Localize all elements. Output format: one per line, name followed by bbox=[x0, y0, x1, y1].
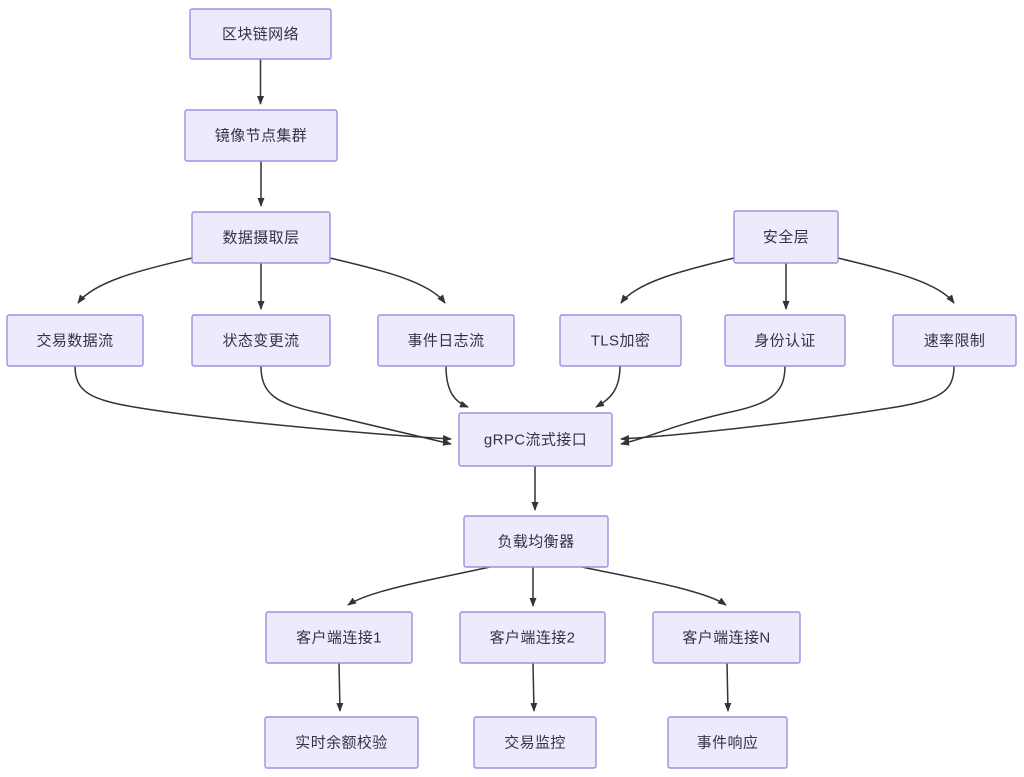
node-label-client-conn-n: 客户端连接N bbox=[682, 629, 770, 646]
node-data-ingestion-layer[interactable]: 数据摄取层 bbox=[191, 211, 331, 264]
node-box-identity-auth[interactable] bbox=[724, 314, 846, 367]
node-tx-data-stream[interactable]: 交易数据流 bbox=[6, 314, 144, 367]
node-box-security-layer[interactable] bbox=[733, 210, 839, 264]
edge-security-layer-to-tls-encryption bbox=[620, 257, 735, 304]
edge-client-conn-n-to-event-response bbox=[724, 662, 732, 712]
node-box-state-change-stream[interactable] bbox=[191, 314, 331, 367]
node-box-load-balancer[interactable] bbox=[463, 515, 609, 568]
node-state-change-stream[interactable]: 状态变更流 bbox=[191, 314, 331, 367]
edges-layer bbox=[74, 59, 955, 712]
node-client-conn-2[interactable]: 客户端连接2 bbox=[459, 611, 606, 664]
node-label-client-conn-1: 客户端连接1 bbox=[296, 629, 382, 646]
node-label-rate-limiting: 速率限制 bbox=[924, 332, 986, 349]
node-label-mirror-node-cluster: 镜像节点集群 bbox=[215, 126, 307, 144]
node-box-mirror-node-cluster[interactable] bbox=[184, 109, 338, 162]
node-label-client-conn-2: 客户端连接2 bbox=[490, 629, 576, 646]
node-mirror-node-cluster[interactable]: 镜像节点集群 bbox=[184, 109, 338, 162]
node-tx-monitoring[interactable]: 交易监控 bbox=[473, 716, 597, 769]
node-box-data-ingestion-layer[interactable] bbox=[191, 211, 331, 264]
node-realtime-balance-check[interactable]: 实时余额校验 bbox=[264, 716, 419, 769]
edge-load-balancer-to-client-conn-n bbox=[581, 566, 727, 606]
edge-security-layer-to-rate-limiting bbox=[837, 257, 955, 304]
node-label-tx-data-stream: 交易数据流 bbox=[36, 331, 113, 349]
node-client-conn-n[interactable]: 客户端连接N bbox=[652, 611, 801, 664]
node-event-response[interactable]: 事件响应 bbox=[667, 716, 788, 769]
edge-data-ingestion-layer-to-tx-data-stream bbox=[77, 257, 193, 304]
node-grpc-stream-api[interactable]: gRPC流式接口 bbox=[458, 412, 613, 467]
edge-load-balancer-to-client-conn-1 bbox=[347, 566, 491, 606]
node-label-tx-monitoring: 交易监控 bbox=[504, 733, 566, 751]
node-label-load-balancer: 负载均衡器 bbox=[497, 533, 574, 550]
node-label-grpc-stream-api: gRPC流式接口 bbox=[484, 431, 587, 448]
node-security-layer[interactable]: 安全层 bbox=[733, 210, 839, 264]
node-box-client-conn-1[interactable] bbox=[265, 611, 413, 664]
edge-data-ingestion-layer-to-event-log-stream bbox=[329, 257, 446, 304]
node-box-event-response[interactable] bbox=[667, 716, 788, 769]
node-load-balancer[interactable]: 负载均衡器 bbox=[463, 515, 609, 568]
node-box-realtime-balance-check[interactable] bbox=[264, 716, 419, 769]
edge-rate-limiting-to-grpc-stream-api bbox=[620, 365, 955, 443]
node-label-realtime-balance-check: 实时余额校验 bbox=[295, 733, 387, 751]
node-label-blockchain-network: 区块链网络 bbox=[222, 26, 299, 43]
edge-client-conn-1-to-realtime-balance-check bbox=[336, 662, 344, 712]
node-label-event-log-stream: 事件日志流 bbox=[407, 332, 484, 349]
node-rate-limiting[interactable]: 速率限制 bbox=[892, 314, 1017, 367]
node-label-event-response: 事件响应 bbox=[697, 733, 759, 751]
edge-tls-encryption-to-grpc-stream-api bbox=[595, 365, 621, 408]
node-label-tls-encryption: TLS加密 bbox=[591, 332, 651, 349]
node-box-event-log-stream[interactable] bbox=[377, 314, 515, 367]
node-label-data-ingestion-layer: 数据摄取层 bbox=[222, 229, 299, 246]
node-box-rate-limiting[interactable] bbox=[892, 314, 1017, 367]
node-label-identity-auth: 身份认证 bbox=[754, 332, 816, 349]
edge-event-log-stream-to-grpc-stream-api bbox=[445, 365, 469, 408]
node-identity-auth[interactable]: 身份认证 bbox=[724, 314, 846, 367]
node-box-tls-encryption[interactable] bbox=[559, 314, 682, 367]
node-blockchain-network[interactable]: 区块链网络 bbox=[189, 8, 332, 60]
edge-tx-data-stream-to-grpc-stream-api bbox=[74, 365, 452, 443]
node-box-grpc-stream-api[interactable] bbox=[458, 412, 613, 467]
node-label-security-layer: 安全层 bbox=[763, 228, 809, 246]
edge-client-conn-2-to-tx-monitoring bbox=[530, 662, 538, 712]
node-tls-encryption[interactable]: TLS加密 bbox=[559, 314, 682, 367]
node-box-client-conn-2[interactable] bbox=[459, 611, 606, 664]
node-box-client-conn-n[interactable] bbox=[652, 611, 801, 664]
node-box-tx-data-stream[interactable] bbox=[6, 314, 144, 367]
node-client-conn-1[interactable]: 客户端连接1 bbox=[265, 611, 413, 664]
node-event-log-stream[interactable]: 事件日志流 bbox=[377, 314, 515, 367]
node-label-state-change-stream: 状态变更流 bbox=[222, 332, 299, 349]
edge-state-change-stream-to-grpc-stream-api bbox=[260, 365, 452, 446]
node-box-blockchain-network[interactable] bbox=[189, 8, 332, 60]
node-box-tx-monitoring[interactable] bbox=[473, 716, 597, 769]
